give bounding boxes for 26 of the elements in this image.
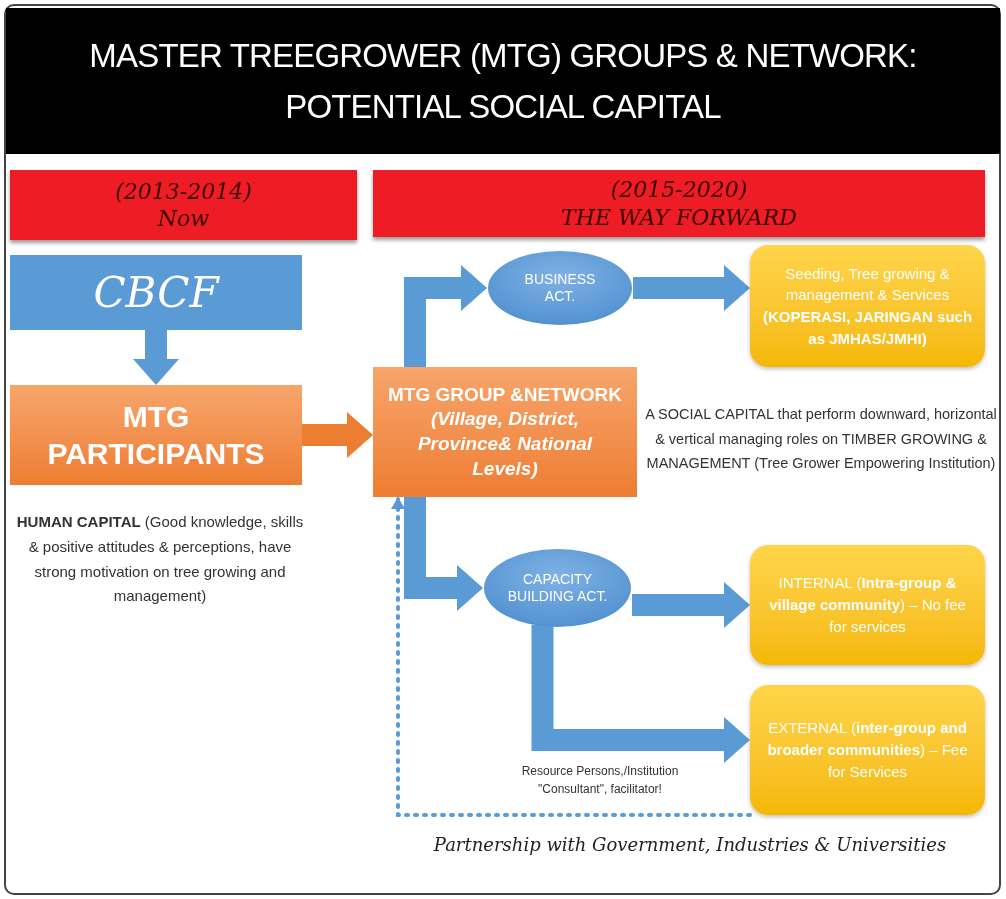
note-text: HUMAN CAPITAL (Good knowledge, skills & positive attitudes & perceptions, have strong motivation on tree growing and management) (15, 512, 305, 607)
banner-text: (2015-2020) (610, 176, 748, 204)
block-arrow (531, 625, 750, 763)
banner-text: Now (157, 205, 210, 233)
period-banner (10, 170, 357, 240)
note-text: A SOCIAL CAPITAL that perform downward, horizontal & vertical managing roles on TIMBER GROWING & MANAGEMENT (Tree Grower Empowering Institution) (644, 405, 998, 474)
block-arrow (302, 412, 373, 458)
block-arrow (633, 265, 750, 311)
title-bar: MASTER TREEGROWER (MTG) GROUPS & NETWORK: POTENTIAL SOCIAL CAPITAL (6, 8, 1000, 154)
period-banner (373, 170, 985, 237)
dotted-arrow (391, 495, 752, 817)
outcome-box: EXTERNAL (inter-group and broader communities) – Fee for Services (750, 685, 985, 815)
process-box: CBCF (10, 255, 302, 330)
block-arrow (133, 330, 179, 385)
block-arrow (632, 582, 750, 628)
banner-text: THE WAY FORWARD (561, 203, 797, 231)
process-box: MTG GROUP &NETWORK (Village, District, Province& National Levels) (373, 367, 637, 497)
activity-ellipse: CAPACITY BUILDING ACT. (483, 548, 632, 628)
outcome-box: Seeding, Tree growing & management & Services (KOPERASI, JARINGAN such as JMHAS/JMHI) (750, 245, 985, 367)
activity-ellipse: BUSINESS ACT. (487, 250, 633, 326)
note-text: Resource Persons,/Institution "Consultant", facilitator! (520, 763, 680, 798)
block-arrow (404, 265, 487, 367)
caption-text: Partnership with Government, Industries & Universities (432, 833, 948, 857)
outcome-box: INTERNAL (Intra-group & village community) – No fee for services (750, 545, 985, 665)
banner-text: (2013-2014) (115, 177, 252, 205)
process-box: MTG PARTICIPANTS (10, 385, 302, 485)
